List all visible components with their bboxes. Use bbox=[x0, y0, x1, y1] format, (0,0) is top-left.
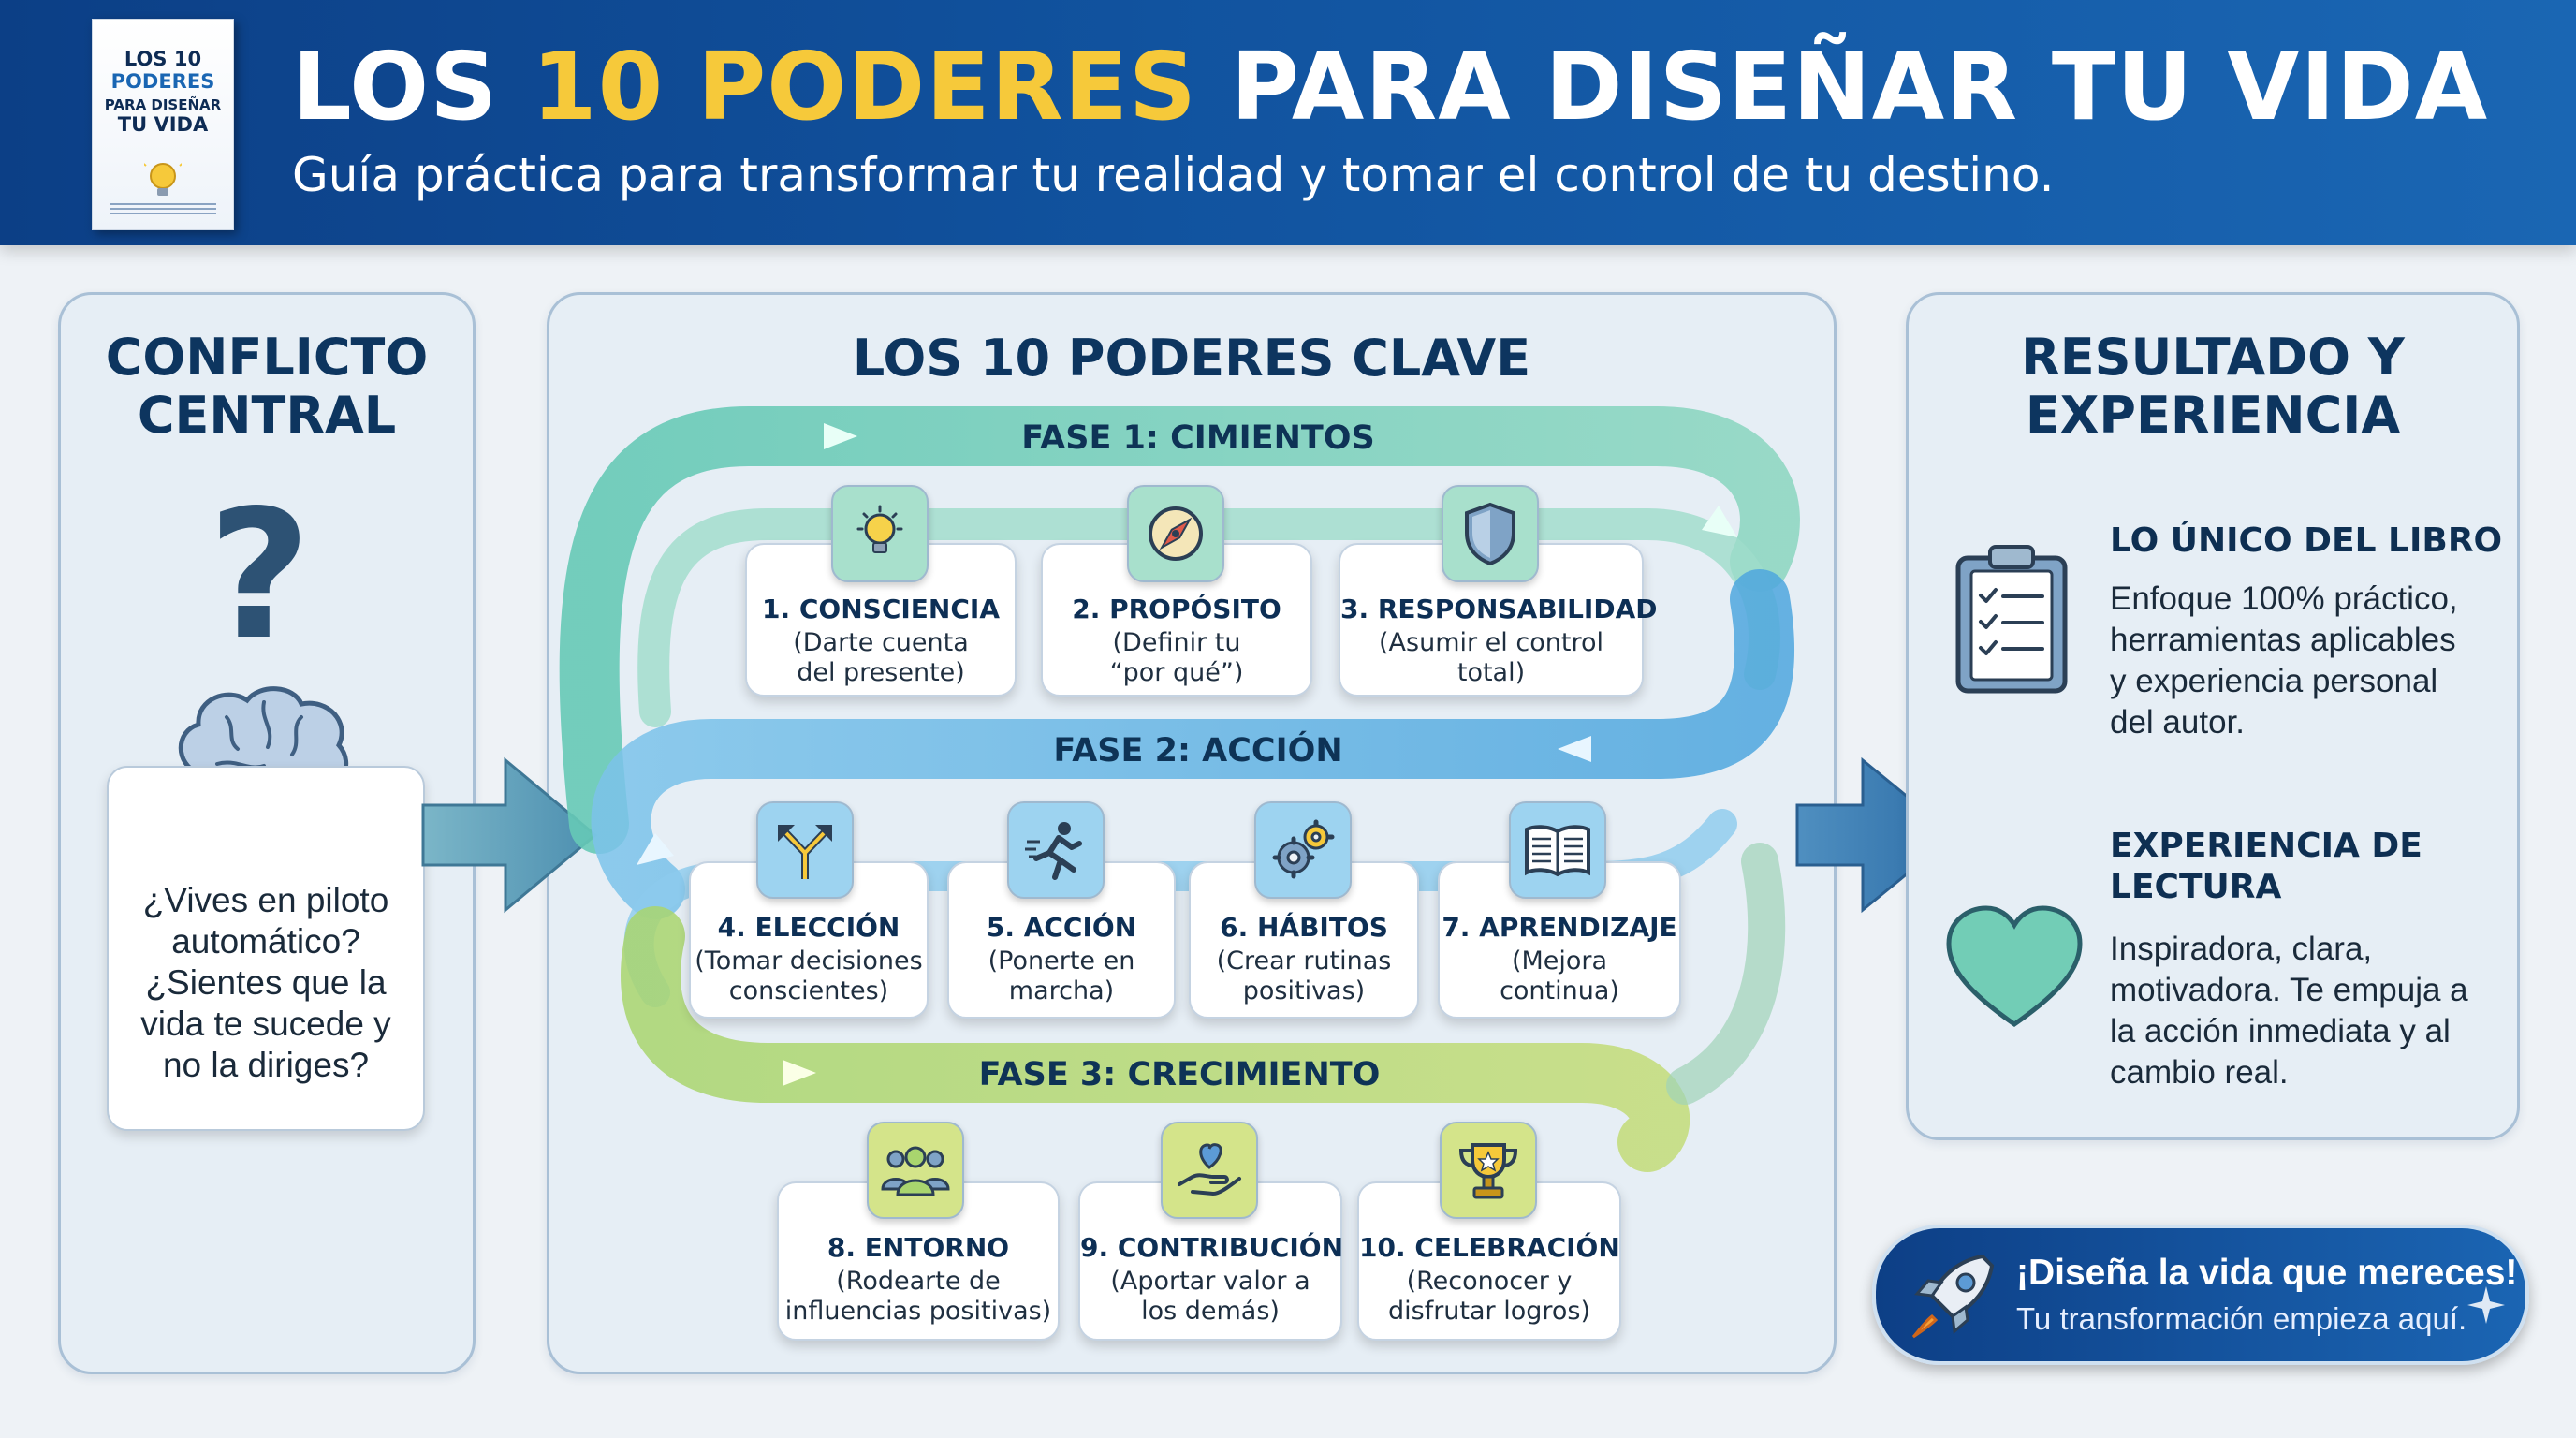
cta-headline: ¡Diseña la vida que mereces! bbox=[2016, 1253, 2518, 1293]
question-mark-icon: ? bbox=[208, 472, 312, 679]
lightbulb-icon bbox=[144, 163, 182, 196]
book-line-3: PARA DISEÑAR bbox=[104, 96, 222, 113]
rocket-icon bbox=[1911, 1254, 1995, 1339]
flow-arrow-1 bbox=[824, 423, 857, 449]
unique-heading: LO ÚNICO DEL LIBRO bbox=[2110, 521, 2503, 560]
phase-3-label: FASE 3: CRECIMIENTO bbox=[978, 1056, 1381, 1093]
results-title: RESULTADO Y EXPERIENCIA bbox=[2021, 328, 2405, 445]
book-line-1: LOS 10 bbox=[124, 48, 202, 70]
book-line-2: PODERES bbox=[110, 70, 215, 93]
conflict-title: CONFLICTO CENTRAL bbox=[105, 328, 429, 445]
flow-arrow-2 bbox=[1558, 736, 1591, 762]
cta-banner[interactable]: ¡Diseña la vida que mereces! Tu transfor… bbox=[1872, 1225, 2529, 1365]
power-desc-4: (Tomar decisiones conscientes) bbox=[695, 946, 923, 1005]
power-title-3: 3. RESPONSABILIDAD bbox=[1340, 594, 1658, 624]
power-title-6: 6. HÁBITOS bbox=[1220, 912, 1388, 943]
book-text-lines bbox=[110, 203, 216, 216]
book-cover: LOS 10 PODERES PARA DISEÑAR TU VIDA bbox=[92, 19, 234, 230]
power-title-10: 10. CELEBRACIÓN bbox=[1359, 1232, 1620, 1263]
book-line-4: TU VIDA bbox=[117, 113, 209, 136]
reading-text: Inspiradora, clara, motivadora. Te empuj… bbox=[2110, 931, 2468, 1091]
power-card-1: 1. CONSCIENCIA (Darte cuenta del present… bbox=[745, 543, 1017, 697]
conflict-question: ¿Vives en piloto automático? ¿Sientes qu… bbox=[140, 881, 391, 1084]
power-desc-10: (Reconocer y disfrutar logros) bbox=[1387, 1267, 1591, 1326]
power-title-5: 5. ACCIÓN bbox=[986, 912, 1137, 943]
phase-2-track bbox=[591, 569, 1795, 919]
phase-1-label: FASE 1: CIMIENTOS bbox=[1021, 419, 1375, 457]
power-title-2: 2. PROPÓSITO bbox=[1072, 594, 1281, 624]
compass-icon bbox=[1127, 485, 1224, 582]
runner-icon bbox=[1007, 801, 1105, 899]
arrow-into-powers bbox=[421, 756, 598, 914]
lightbulb-icon bbox=[831, 485, 929, 582]
power-card-8: 8. ENTORNO (Rodearte de influencias posi… bbox=[777, 1181, 1060, 1341]
page-title: LOS 10 PODERES PARA DISEÑAR TU VIDA bbox=[292, 32, 2489, 141]
reading-heading: EXPERIENCIA DE LECTURA bbox=[2110, 827, 2422, 906]
power-title-1: 1. CONSCIENCIA bbox=[762, 594, 1000, 624]
power-desc-8: (Rodearte de influencias positivas) bbox=[784, 1267, 1052, 1326]
flow-arrow-3 bbox=[783, 1060, 816, 1086]
power-desc-2: (Definir tu “por qué”) bbox=[1109, 628, 1244, 687]
conflict-question-card: ¿Vives en piloto automático? ¿Sientes qu… bbox=[107, 766, 425, 1131]
power-desc-7: (Mejora continua) bbox=[1500, 946, 1619, 1005]
book-icon bbox=[1509, 801, 1606, 899]
phase-2-label: FASE 2: ACCIÓN bbox=[1053, 732, 1343, 770]
power-desc-9: (Aportar valor a los demás) bbox=[1110, 1267, 1310, 1326]
power-desc-6: (Crear rutinas positivas) bbox=[1216, 946, 1392, 1005]
heart-hand-icon bbox=[1161, 1122, 1258, 1219]
group-icon bbox=[867, 1122, 964, 1219]
sparkle-icon bbox=[2467, 1286, 2505, 1324]
power-title-8: 8. ENTORNO bbox=[827, 1232, 1010, 1263]
power-desc-1: (Darte cuenta del presente) bbox=[793, 628, 969, 687]
clipboard-icon bbox=[1955, 545, 2068, 694]
trophy-icon bbox=[1440, 1122, 1537, 1219]
unique-text: Enfoque 100% práctico, herramientas apli… bbox=[2110, 580, 2458, 741]
power-desc-5: (Ponerte en marcha) bbox=[988, 946, 1135, 1005]
power-title-7: 7. APRENDIZAJE bbox=[1442, 912, 1677, 943]
header-banner: LOS 10 PODERES PARA DISEÑAR TU VIDA LOS … bbox=[0, 0, 2576, 245]
phase-3-return bbox=[1666, 843, 1786, 1105]
power-desc-3: (Asumir el control total) bbox=[1379, 628, 1603, 687]
shield-icon bbox=[1442, 485, 1539, 582]
phase-3-track bbox=[621, 906, 1690, 1172]
split-arrow-icon bbox=[756, 801, 854, 899]
powers-title: LOS 10 PODERES CLAVE bbox=[852, 329, 1531, 388]
phase-1-track bbox=[559, 406, 1800, 854]
flow-arrow-5 bbox=[637, 833, 674, 865]
page-subtitle: Guía práctica para transformar tu realid… bbox=[292, 148, 2055, 202]
flow-arrow-4 bbox=[1702, 506, 1737, 537]
gears-icon bbox=[1254, 801, 1352, 899]
power-title-4: 4. ELECCIÓN bbox=[717, 912, 900, 943]
cta-subline: Tu transformación empieza aquí. bbox=[2016, 1301, 2467, 1336]
heart-icon bbox=[1946, 905, 2083, 1028]
power-title-9: 9. CONTRIBUCIÓN bbox=[1080, 1232, 1344, 1263]
